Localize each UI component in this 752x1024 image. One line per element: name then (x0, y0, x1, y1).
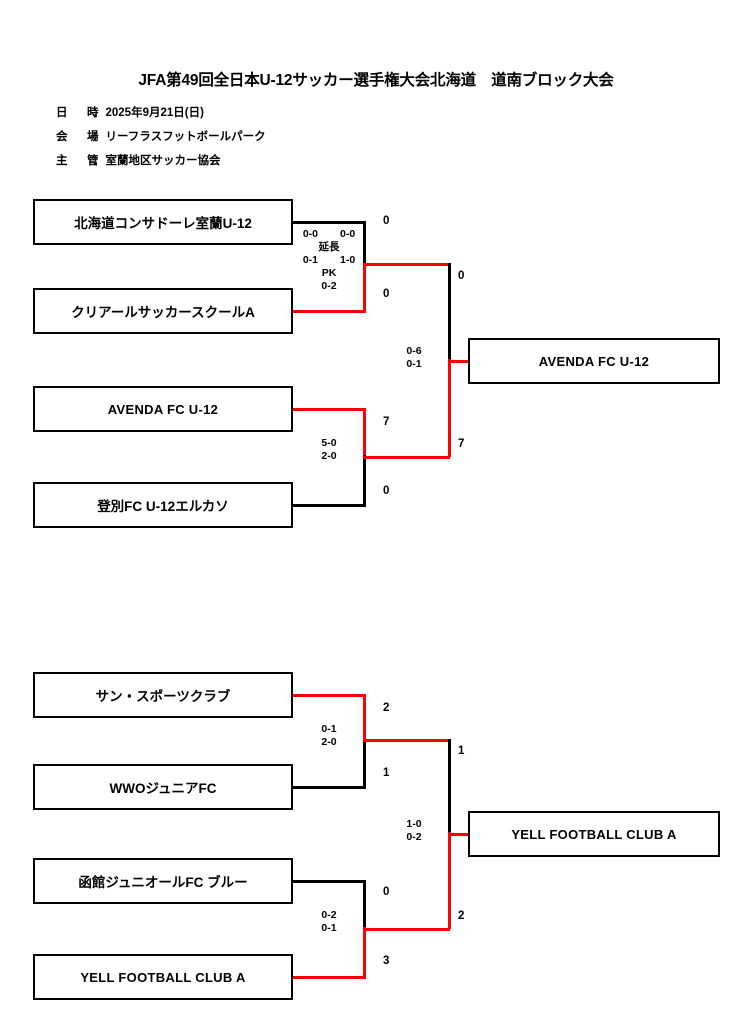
seed-lower-qf4-top: 0 (383, 886, 390, 898)
meta-label-organizer: 主 管 (56, 155, 103, 167)
seed-lower-qf4-bottom: 3 (383, 955, 390, 967)
score-lower-sf: 1-0 0-2 (386, 818, 442, 844)
seed-upper-qf2-bottom: 0 (383, 485, 390, 497)
team-box-lower-1[interactable]: サン・スポーツクラブ (33, 672, 293, 718)
score-lower-qf3: 0-1 2-0 (301, 723, 357, 749)
seed-lower-sf-bottom: 2 (458, 910, 465, 922)
connector-lower-qf3-top (293, 694, 365, 697)
score-line-lower-qf3-1: 2-0 (321, 736, 337, 748)
connector-lower-qf4-vert-top (363, 880, 366, 930)
connector-upper-qf2-vert-top (363, 408, 366, 457)
seed-upper-qf1-bottom: 0 (383, 288, 390, 300)
connector-upper-qf2-vert-bottom (363, 455, 366, 507)
score-lower-qf4: 0-2 0-1 (301, 909, 357, 935)
connector-upper-sf-vert-top (448, 263, 451, 361)
team-box-upper-1[interactable]: 北海道コンサドーレ室蘭U-12 (33, 199, 293, 245)
connector-lower-qf3-bottom (293, 786, 365, 789)
score-upper-sf: 0-6 0-1 (386, 345, 442, 371)
connector-upper-sf-vert-bottom (448, 359, 451, 457)
connector-lower-final (448, 833, 470, 836)
score-upper-qf2: 5-0 2-0 (301, 437, 357, 463)
winner-box-lower[interactable]: YELL FOOTBALL CLUB A (468, 811, 720, 857)
team-box-upper-3[interactable]: AVENDA FC U-12 (33, 386, 293, 432)
meta-value-venue: リーフラスフットボールパーク (105, 131, 266, 143)
score-line-upper-qf2-1: 2-0 (321, 450, 337, 462)
seed-lower-sf-top: 1 (458, 745, 465, 757)
connector-upper-qf2-bottom (293, 504, 365, 507)
meta-label-date: 日 時 (56, 107, 103, 119)
score-line-upper-sf-0: 0-6 (406, 345, 422, 357)
score-line-upper-qf2-0: 5-0 (321, 437, 337, 449)
seed-lower-qf3-top: 2 (383, 702, 390, 714)
seed-upper-sf-top: 0 (458, 270, 465, 282)
connector-upper-qf2-top (293, 408, 365, 411)
team-box-lower-2[interactable]: WWOジュニアFC (33, 764, 293, 810)
connector-lower-sf-top (363, 739, 450, 742)
connector-lower-qf3-vert-bottom (363, 740, 366, 789)
connector-lower-sf-bottom (363, 928, 450, 931)
score-line-upper-qf1-3: PK (321, 267, 337, 279)
meta-row-venue: 会 場：リーフラスフットボールパーク (56, 128, 266, 144)
connector-lower-qf3-vert-top (363, 694, 366, 742)
score-line-lower-qf4-0: 0-2 (321, 909, 337, 921)
meta-row-date: 日 時：2025年9月21日(日) (56, 104, 204, 120)
seed-upper-qf2-top: 7 (383, 416, 390, 428)
seed-upper-sf-bottom: 7 (458, 438, 465, 450)
meta-label-venue: 会 場 (56, 131, 103, 143)
connector-upper-qf1-vert-bottom (363, 264, 366, 313)
connector-lower-sf-vert-bottom (448, 832, 451, 929)
connector-upper-qf1-top (293, 221, 365, 224)
score-line-lower-sf-0: 1-0 (406, 818, 422, 830)
connector-lower-qf4-top (293, 880, 365, 883)
score-line-lower-sf-1: 0-2 (406, 831, 422, 843)
score-line-lower-qf3-0: 0-1 (321, 723, 337, 735)
score-line-upper-sf-1: 0-1 (406, 358, 422, 370)
meta-value-organizer: 室蘭地区サッカー協会 (105, 155, 221, 167)
score-line-upper-qf1-4: 0-2 (321, 280, 337, 292)
connector-upper-qf1-vert-top (363, 221, 366, 266)
seed-upper-qf1-top: 0 (383, 215, 390, 227)
winner-box-upper[interactable]: AVENDA FC U-12 (468, 338, 720, 384)
meta-value-date: 2025年9月21日(日) (105, 107, 204, 119)
page-title: JFA第49回全日本U-12サッカー選手権大会北海道 道南ブロック大会 (138, 72, 614, 89)
connector-lower-qf4-vert-bottom (363, 927, 366, 979)
team-box-upper-2[interactable]: クリアールサッカースクールA (33, 288, 293, 334)
meta-row-organizer: 主 管：室蘭地区サッカー協会 (56, 152, 221, 168)
meta-sep-organizer: ： (92, 155, 104, 167)
connector-upper-final (448, 360, 470, 363)
meta-sep-venue: ： (92, 131, 104, 143)
connector-lower-sf-vert-top (448, 739, 451, 835)
team-box-lower-4[interactable]: YELL FOOTBALL CLUB A (33, 954, 293, 1000)
seed-lower-qf3-bottom: 1 (383, 767, 390, 779)
score-line-upper-qf1-1: 延長 (318, 241, 340, 253)
connector-upper-sf-top (363, 263, 450, 266)
team-box-upper-4[interactable]: 登別FC U-12エルカソ (33, 482, 293, 528)
connector-lower-qf4-bottom (293, 976, 365, 979)
team-box-lower-3[interactable]: 函館ジュニオールFC ブルー (33, 858, 293, 904)
score-line-lower-qf4-1: 0-1 (321, 922, 337, 934)
meta-sep-date: ： (92, 107, 104, 119)
connector-upper-qf1-bottom (293, 310, 365, 313)
connector-upper-sf-bottom (363, 456, 450, 459)
